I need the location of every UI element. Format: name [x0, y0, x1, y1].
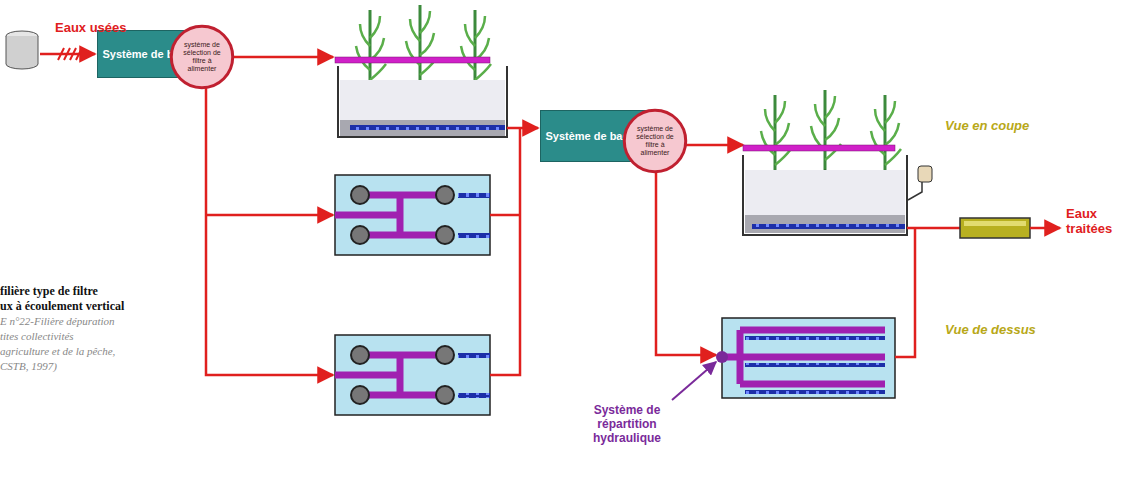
- caption-line: tites collectivités: [0, 330, 74, 342]
- caption-line: CSTB, 1997): [0, 360, 57, 372]
- caption-line: filière type de filtre: [0, 284, 98, 299]
- selector-circle: système de sélection de filtre à aliment…: [623, 109, 687, 173]
- node-text: système de sélection de filtre à aliment…: [632, 125, 678, 157]
- callout-label: Système de répartition hydraulique: [572, 403, 682, 445]
- view-label: Vue en coupe: [945, 118, 1029, 133]
- outlet-label: Eaux traitées: [1066, 206, 1118, 236]
- caption-line: ux à écoulement vertical: [0, 299, 124, 314]
- selector-circle: système de sélection de filtre à aliment…: [170, 25, 234, 89]
- inlet-label: Eaux usées: [55, 20, 127, 35]
- view-label: Vue de dessus: [945, 322, 1036, 337]
- caption-line: agriculture et de la pêche,: [0, 345, 115, 357]
- node-text: système de sélection de filtre à aliment…: [179, 41, 225, 73]
- caption-line: E n°22-Filière dépuration: [0, 315, 115, 327]
